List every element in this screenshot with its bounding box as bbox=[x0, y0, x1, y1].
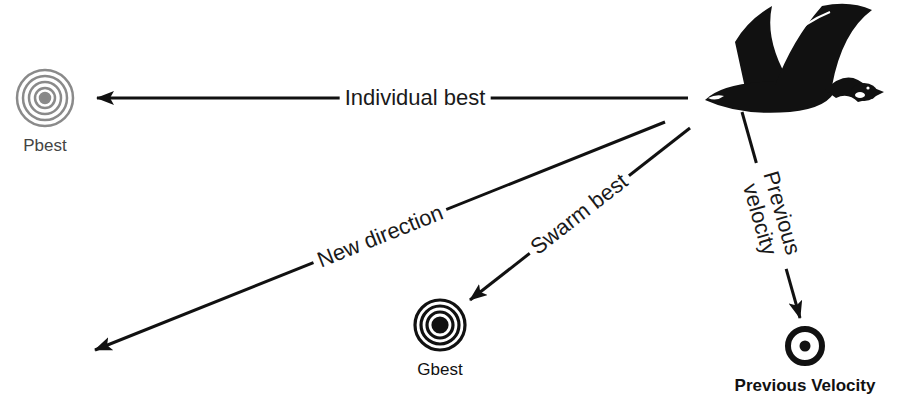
target-node: Pbest bbox=[11, 68, 79, 156]
target-symbol bbox=[413, 298, 467, 352]
target-label: Gbest bbox=[409, 360, 471, 380]
arrow-label: Swarm best bbox=[522, 166, 636, 262]
arrow-label: Previous velocity bbox=[734, 157, 809, 275]
target-node: Previous Velocity bbox=[731, 324, 880, 396]
target-node: Gbest bbox=[409, 298, 471, 380]
target-symbol bbox=[783, 324, 827, 368]
arrow-label: New direction bbox=[309, 199, 451, 274]
new-direction-arrow bbox=[95, 122, 665, 350]
arrow-label: Individual best bbox=[340, 86, 491, 109]
bird bbox=[705, 4, 884, 113]
swarm-best-arrow bbox=[470, 128, 690, 300]
target-symbol bbox=[15, 68, 75, 128]
target-label: Pbest bbox=[11, 136, 79, 156]
target-label: Previous Velocity bbox=[731, 376, 880, 396]
arrows bbox=[95, 98, 800, 350]
